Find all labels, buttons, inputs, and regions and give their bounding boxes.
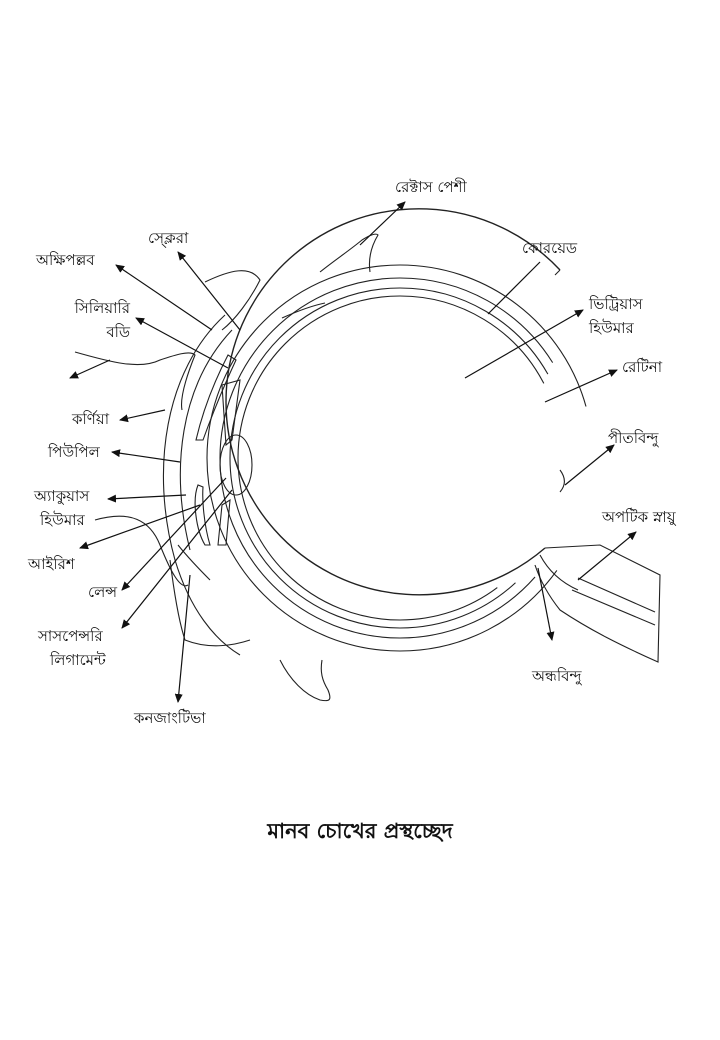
- optic-nerve-shape: [534, 269, 661, 663]
- arrow-choroid: [487, 261, 541, 315]
- sclera-layer: [206, 208, 594, 652]
- label-aqueous-line1: অ্যাকুয়াস: [34, 487, 90, 505]
- label-pupil: পিউপিল: [48, 443, 100, 461]
- label-lens: লেন্স: [88, 583, 118, 601]
- arrow-iris: [79, 504, 201, 550]
- arrow-ciliary-body: [135, 317, 229, 369]
- label-ciliary-body-line1: সিলিয়ারি: [74, 299, 130, 317]
- arrow-blind-spot: [537, 567, 555, 641]
- arrow-suspensory-ligament: [121, 489, 233, 629]
- label-conjunctiva: কনজাংটিভা: [134, 709, 206, 727]
- label-rectus-muscle: রেক্টাস পেশী: [395, 178, 467, 196]
- lower-eyelid: [169, 559, 251, 647]
- label-aqueous-line2: হিউমার: [40, 511, 85, 529]
- ciliary-body-shape: [195, 354, 237, 441]
- cornea-outline: [162, 314, 241, 656]
- label-iris: আইরিশ: [28, 555, 75, 573]
- arrow-sclera: [177, 251, 241, 331]
- inner-retina-layer: [237, 295, 563, 621]
- rectus-muscle-shape: [319, 233, 379, 273]
- label-vitreous-line1: ভিট্রিয়াস: [589, 295, 643, 313]
- label-yellow-spot: পীতবিন্দু: [608, 429, 659, 447]
- arrow-eyelid-fold: [69, 359, 111, 379]
- arrow-yellow-spot: [564, 444, 615, 486]
- arrow-rectus-muscle: [359, 201, 406, 246]
- diagram-caption: মানব চোখের প্রস্থচ্ছেদ: [267, 819, 453, 843]
- retina-layer: [229, 287, 571, 629]
- arrow-pupil: [111, 449, 181, 463]
- arrow-aqueous-humour: [107, 494, 187, 503]
- label-sclera: স্ক্লেরা: [148, 229, 189, 247]
- arrow-conjunctiva: [174, 574, 191, 703]
- iris-shape: [194, 484, 211, 546]
- label-vitreous-line2: হিউমার: [589, 319, 634, 337]
- arrow-cornea: [119, 409, 166, 423]
- label-choroid: কোরয়েড: [522, 239, 578, 257]
- label-ciliary-body-line2: বডি: [106, 323, 130, 341]
- arrow-optic-nerve: [577, 531, 637, 581]
- label-optic-nerve: অপটিক স্নায়ু: [602, 508, 676, 526]
- label-eyelid: অক্ষিপল্লব: [36, 251, 95, 269]
- arrow-retina: [544, 369, 618, 403]
- label-suspensory-line2: লিগামেন্ট: [50, 651, 106, 669]
- label-cornea: কর্ণিয়া: [72, 410, 110, 428]
- upper-eyelid: [204, 270, 261, 331]
- arrow-eyelid: [115, 264, 213, 331]
- arrow-vitreous: [464, 309, 584, 379]
- label-blind-spot: অন্ধবিন্দু: [532, 667, 582, 685]
- label-suspensory-line1: সাসপেন্সরি: [38, 627, 103, 645]
- label-retina: রেটিনা: [622, 358, 663, 376]
- choroid-layer: [219, 277, 581, 639]
- arrow-lens: [121, 477, 227, 591]
- lens-shape: [219, 434, 253, 496]
